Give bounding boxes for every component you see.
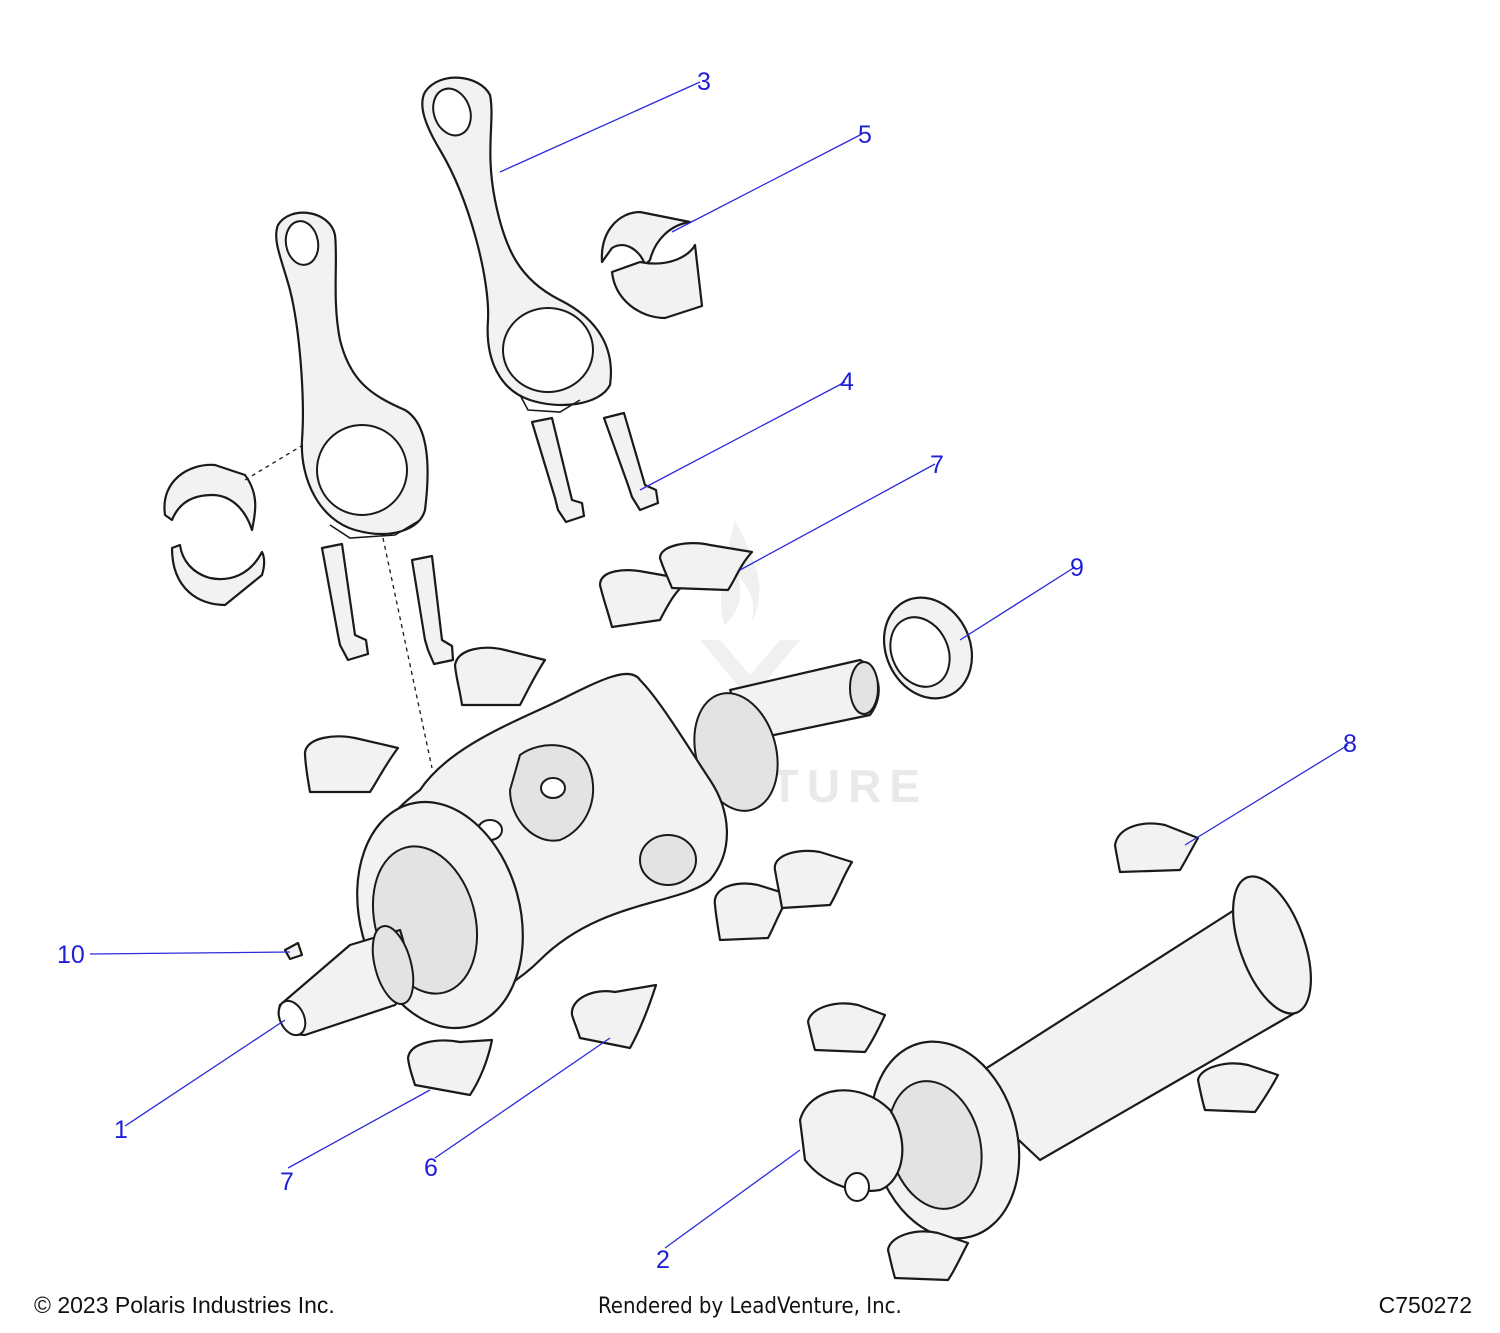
callout-10[interactable]: 10 xyxy=(57,941,85,969)
main-bearing-upper-set[interactable] xyxy=(598,542,754,629)
rendered-by-credit: Rendered by LeadVenture, Inc. xyxy=(598,1294,902,1319)
balance-shaft-bearings[interactable] xyxy=(806,1002,1280,1282)
crank-seal[interactable] xyxy=(868,583,988,713)
callout-9[interactable]: 9 xyxy=(1070,554,1084,582)
callout-2[interactable]: 2 xyxy=(656,1246,670,1274)
copyright-notice: © 2023 Polaris Industries Inc. xyxy=(34,1292,335,1318)
main-bearings-mid-right[interactable] xyxy=(713,849,854,942)
callout-8[interactable]: 8 xyxy=(1343,730,1357,758)
rod-bearing-upper-set[interactable] xyxy=(600,210,704,320)
callout-7-top[interactable]: 7 xyxy=(930,451,944,479)
rod-bearing-lower-set[interactable] xyxy=(163,463,266,607)
rod-bolts-lower[interactable] xyxy=(320,542,455,666)
callout-6[interactable]: 6 xyxy=(424,1154,438,1182)
callout-5[interactable]: 5 xyxy=(858,121,872,149)
main-bearing-7-lower[interactable] xyxy=(406,1038,494,1097)
rod-bolts-upper[interactable] xyxy=(530,411,660,524)
leader-lines xyxy=(89,81,1349,1249)
callout-3[interactable]: 3 xyxy=(697,68,711,96)
woodruff-key[interactable] xyxy=(283,941,304,961)
callout-1[interactable]: 1 xyxy=(114,1116,128,1144)
callout-7-bottom[interactable]: 7 xyxy=(280,1168,294,1196)
callout-labels: 3 5 4 7 9 8 10 1 7 6 2 xyxy=(57,68,1357,1274)
diagram-code: C750272 xyxy=(1378,1292,1472,1318)
main-bearings-mid-left[interactable] xyxy=(303,646,547,794)
callout-4[interactable]: 4 xyxy=(840,368,854,396)
connecting-rod-upper[interactable] xyxy=(421,76,612,413)
balance-shaft[interactable] xyxy=(798,866,1327,1255)
connecting-rod-lower[interactable] xyxy=(275,211,429,539)
balance-shaft-bearing-8[interactable] xyxy=(1113,822,1200,874)
crankshaft[interactable] xyxy=(274,658,880,1047)
main-bearing-6[interactable] xyxy=(570,983,658,1050)
